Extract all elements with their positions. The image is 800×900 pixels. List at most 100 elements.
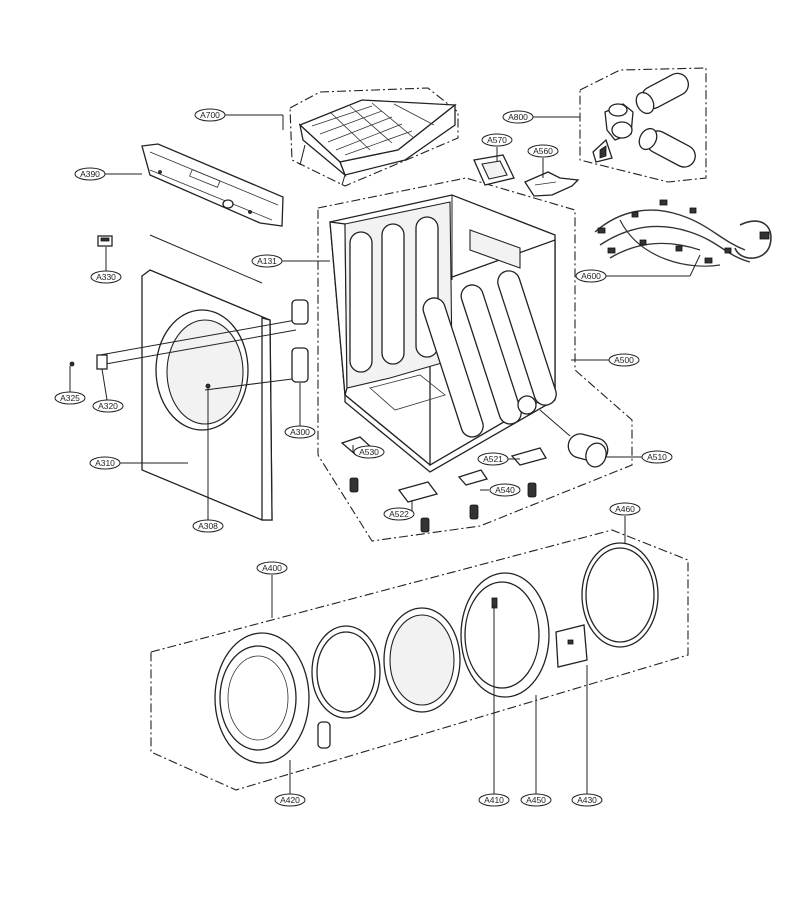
handle-part xyxy=(317,721,331,749)
callout-bubble xyxy=(194,108,226,122)
back-panel-part xyxy=(141,143,284,227)
callout-bubble xyxy=(609,502,641,516)
callout-a410: A410 xyxy=(478,793,510,807)
callout-a522: A522 xyxy=(383,507,415,521)
callout-bubble xyxy=(502,110,534,124)
cabinet-part xyxy=(329,194,557,473)
callout-a390: A390 xyxy=(74,167,106,181)
callout-a325: A325 xyxy=(54,391,86,405)
callout-a600: A600 xyxy=(575,269,607,283)
callout-label: A390 xyxy=(80,169,100,179)
callout-label: A500 xyxy=(614,355,634,365)
callout-a450: A450 xyxy=(520,793,552,807)
door-ring-part xyxy=(311,625,381,719)
callout-a540: A540 xyxy=(489,483,521,497)
duct-tube-part xyxy=(539,409,609,468)
group-outline-door xyxy=(150,529,689,791)
hinge-bracket-part xyxy=(69,299,309,383)
callout-bubble xyxy=(527,144,559,158)
callout-bubble xyxy=(489,483,521,497)
callout-a700: A700 xyxy=(194,108,226,122)
callout-bubble xyxy=(92,399,124,413)
callout-a530: A530 xyxy=(353,445,385,459)
door-latch-part xyxy=(555,624,588,668)
callout-bubble xyxy=(192,519,224,533)
callout-label: A540 xyxy=(495,485,515,495)
callout-a521: A521 xyxy=(477,452,509,466)
callout-bubble xyxy=(478,793,510,807)
callout-label: A450 xyxy=(526,795,546,805)
callout-label: A560 xyxy=(533,146,553,156)
callout-bubble xyxy=(89,456,121,470)
door-gasket-part xyxy=(581,542,659,648)
callout-bubble xyxy=(256,561,288,575)
control-plate-part xyxy=(473,154,515,186)
wire-harness-part xyxy=(594,199,772,267)
callout-bubble xyxy=(74,167,106,181)
callout-a330: A330 xyxy=(90,270,122,284)
callout-label: A420 xyxy=(280,795,300,805)
callout-a310: A310 xyxy=(89,456,121,470)
callout-a420: A420 xyxy=(274,793,306,807)
callout-bubble xyxy=(481,133,513,147)
callout-label: A131 xyxy=(257,256,277,266)
callout-label: A700 xyxy=(200,110,220,120)
callout-a300: A300 xyxy=(284,425,316,439)
callout-bubble xyxy=(571,793,603,807)
callout-a800: A800 xyxy=(502,110,534,124)
callout-bubble xyxy=(520,793,552,807)
front-panel-part xyxy=(99,234,301,521)
callout-a400: A400 xyxy=(256,561,288,575)
door-inner-frame-part xyxy=(460,572,550,698)
callout-a510: A510 xyxy=(641,450,673,464)
callout-label: A310 xyxy=(95,458,115,468)
callout-label: A430 xyxy=(577,795,597,805)
callout-label: A800 xyxy=(508,112,528,122)
callout-label: A330 xyxy=(96,272,116,282)
callout-bubble xyxy=(641,450,673,464)
callout-label: A320 xyxy=(98,401,118,411)
callout-a560: A560 xyxy=(527,144,559,158)
callout-label: A570 xyxy=(487,135,507,145)
callout-bubble xyxy=(90,270,122,284)
callout-label: A521 xyxy=(483,454,503,464)
callout-label: A460 xyxy=(615,504,635,514)
callout-label: A325 xyxy=(60,393,80,403)
door-glass-part xyxy=(383,607,461,713)
callout-label: A510 xyxy=(647,452,667,462)
exhaust-duct-part xyxy=(592,72,696,168)
callout-label: A308 xyxy=(198,521,218,531)
group-outline-cabinet xyxy=(317,177,633,542)
callout-bubble xyxy=(274,793,306,807)
callout-bubble xyxy=(383,507,415,521)
group-outline-duct xyxy=(579,67,707,183)
callout-label: A410 xyxy=(484,795,504,805)
callout-bubble xyxy=(251,254,283,268)
callout-a500: A500 xyxy=(608,353,640,367)
callout-a308: A308 xyxy=(192,519,224,533)
callout-a320: A320 xyxy=(92,399,124,413)
callout-bubble xyxy=(608,353,640,367)
callout-bubble xyxy=(54,391,86,405)
callout-label: A530 xyxy=(359,447,379,457)
callout-a460: A460 xyxy=(609,502,641,516)
door-frame-part xyxy=(214,632,310,764)
group-outline-drying-rack xyxy=(289,87,459,187)
callout-label: A522 xyxy=(389,509,409,519)
callout-a570: A570 xyxy=(481,133,513,147)
callout-label: A600 xyxy=(581,271,601,281)
connector-part xyxy=(97,235,113,247)
callout-bubble xyxy=(353,445,385,459)
callout-bubble xyxy=(477,452,509,466)
callout-bubble xyxy=(284,425,316,439)
callout-a131: A131 xyxy=(251,254,283,268)
callout-a430: A430 xyxy=(571,793,603,807)
callout-label: A400 xyxy=(262,563,282,573)
callout-bubble xyxy=(575,269,607,283)
bracket-part xyxy=(524,171,580,197)
callout-label: A300 xyxy=(290,427,310,437)
drying-rack-part xyxy=(298,99,457,186)
